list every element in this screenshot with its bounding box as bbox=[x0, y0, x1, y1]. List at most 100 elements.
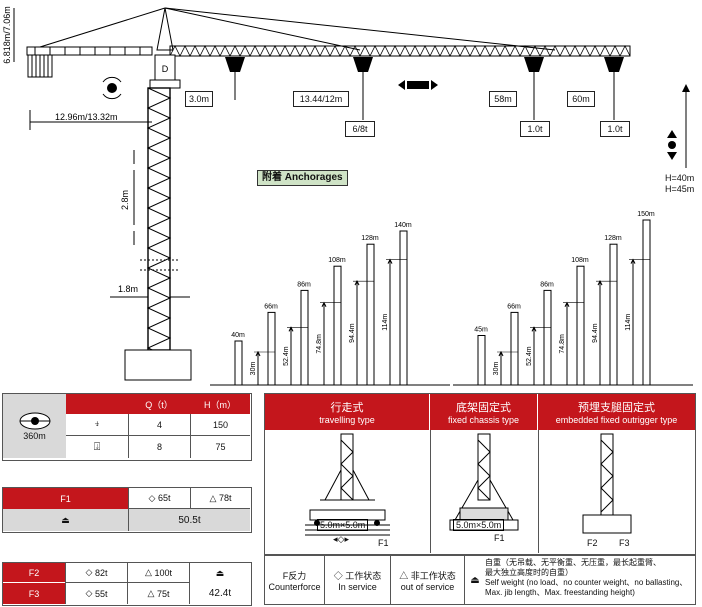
hoist-icon bbox=[667, 130, 677, 160]
f1-table: F1 ◇ 65t △ 78t ⏏ 50.5t bbox=[2, 487, 252, 533]
legend-reaction-en: Counterforce bbox=[268, 581, 321, 592]
h-row-1: 150 bbox=[190, 414, 250, 436]
anchorages-label: 附着 Anchorages bbox=[257, 170, 348, 186]
f3-v2: 75t bbox=[156, 588, 170, 599]
anchor-group-2-height-5: 150m bbox=[637, 211, 655, 218]
anchor-group-2-height-1: 66m bbox=[507, 303, 521, 310]
section-width-label: 1.8m bbox=[118, 284, 138, 294]
legend-self-en2: Max. jib length、Max. freestanding height… bbox=[485, 588, 635, 597]
anchor-group-2-spacing-1: 30m bbox=[493, 362, 500, 376]
anchor-group-1-mast-2 bbox=[300, 289, 309, 386]
anchor-group-1-height-3: 108m bbox=[328, 257, 346, 264]
h45-label: H=45m bbox=[665, 184, 695, 194]
anchorage-diagram: 40m66m30m86m52.4m108m74.8m128m94.4m140m1… bbox=[210, 211, 693, 386]
legend-self-icon: ⏏ bbox=[470, 574, 480, 586]
trolley-3m-label: 3.0m bbox=[185, 91, 213, 107]
f2-label: F2 bbox=[3, 563, 65, 583]
hook-single-icon: ⍖ bbox=[66, 414, 128, 436]
anchor-group-1-mast-5 bbox=[399, 230, 408, 386]
type-3-cn: 预埋支腿固定式 bbox=[578, 402, 655, 414]
f3-v1: 55t bbox=[94, 588, 108, 599]
travel-direction-icon: ◂◇▸ bbox=[333, 534, 349, 544]
q-row-1: 4 bbox=[128, 414, 190, 436]
load-58m-label: 1.0t bbox=[520, 121, 550, 137]
anchor-group-1-spacing-3: 74.8m bbox=[316, 334, 323, 354]
tower-height-label: 6.818m/7.06m bbox=[2, 6, 12, 64]
self-weight-icon-2: ⏏ bbox=[189, 563, 250, 583]
anchor-group-1-base-mast bbox=[234, 340, 243, 386]
types-panel: 行走式 travelling type 底架固定式 fixed chassis … bbox=[264, 393, 696, 555]
f23-self: 42.4t bbox=[189, 583, 250, 604]
legend-out-cn: △ 非工作状态 bbox=[399, 570, 456, 581]
jib-60m-label: 60m bbox=[567, 91, 595, 107]
h-row-2: 75 bbox=[190, 436, 250, 458]
anchor-group-2-spacing-2: 52.4m bbox=[526, 346, 533, 366]
legend-reaction-cn: F反力 bbox=[282, 570, 307, 581]
anchor-group-2-spacing-4: 94.4m bbox=[592, 323, 599, 343]
type-2-cn: 底架固定式 bbox=[456, 402, 511, 414]
anchor-group-1-base-label: 40m bbox=[231, 332, 245, 339]
f1-self: 50.5t bbox=[128, 509, 250, 531]
legend-out-en: out of service bbox=[400, 581, 455, 592]
trolley-3m bbox=[225, 57, 245, 100]
legend-service-en: In service bbox=[338, 581, 377, 592]
anchor-group-1-height-2: 86m bbox=[297, 281, 311, 288]
counter-jib-label: 12.96m/13.32m bbox=[55, 112, 118, 122]
trolley-60m bbox=[604, 57, 624, 120]
hook-double-icon: ⍗ bbox=[93, 440, 101, 453]
svg-text:D: D bbox=[162, 64, 169, 74]
anchor-group-1-spacing-5: 114m bbox=[382, 314, 389, 331]
crane-diagram: 6.818m/7.06m D 12.96m/13.32m 2.8m 1.8m bbox=[2, 6, 690, 381]
f1-v2: 78t bbox=[218, 493, 232, 503]
f3-label: F3 bbox=[3, 583, 65, 604]
f2-v1: 82t bbox=[94, 567, 108, 578]
anchor-group-2-mast-4 bbox=[609, 243, 618, 386]
rope-length: 360m bbox=[23, 431, 46, 441]
q-row-2: 8 bbox=[128, 436, 190, 458]
anchor-group-1-height-5: 140m bbox=[394, 222, 412, 229]
foundation bbox=[124, 349, 192, 381]
anchor-group-2-mast-1 bbox=[510, 311, 519, 386]
type-1-cn: 行走式 bbox=[330, 402, 364, 414]
f2-v2: 100t bbox=[154, 567, 172, 578]
anchor-group-1-mast-1 bbox=[267, 311, 276, 386]
outrigger-base bbox=[582, 433, 632, 534]
f1-v1: 65t bbox=[157, 493, 171, 503]
col-q: Q（t） bbox=[128, 394, 190, 414]
load-13m-label: 6/8t bbox=[345, 121, 375, 137]
anchor-group-2-spacing-5: 114m bbox=[625, 314, 632, 331]
anchor-group-2-mast-3 bbox=[576, 265, 585, 386]
anchor-group-2-spacing-3: 74.8m bbox=[559, 334, 566, 354]
slewing-icon bbox=[107, 83, 117, 93]
f23-table: F2 F3 ◇ 82t △ 100t ◇ 55t △ 75t ⏏ 42.4t bbox=[2, 562, 252, 606]
legend-self-cn1: 自重（无吊载、无平衡重、无压重，最长起重臂、 bbox=[485, 558, 661, 567]
trolley-13m bbox=[353, 57, 373, 120]
anchor-group-1-mast-4 bbox=[366, 243, 375, 386]
f1-service: ◇ 65t bbox=[128, 488, 190, 509]
h40-label: H=40m bbox=[665, 173, 695, 183]
legend-self-cn2: 最大独立高度时的自重） bbox=[485, 568, 573, 577]
legend: F反力 Counterforce ◇ 工作状态 In service △ 非工作… bbox=[264, 555, 696, 605]
anchor-group-1-mast-3 bbox=[333, 265, 342, 386]
f1-chassis: F1 bbox=[494, 533, 505, 543]
legend-service-cn: ◇ 工作状态 bbox=[333, 570, 382, 581]
trolley-13m-label: 13.44/12m bbox=[293, 91, 349, 107]
dim-travelling: 5.0m×5.0m bbox=[317, 519, 369, 531]
f2-outrigger: F2 bbox=[587, 538, 598, 548]
anchor-group-1-spacing-4: 94.4m bbox=[349, 323, 356, 343]
col-h: H（m） bbox=[190, 394, 250, 414]
winch-drum-icon bbox=[19, 412, 50, 430]
anchor-group-2-base-label: 45m bbox=[474, 327, 488, 334]
base-diagrams bbox=[305, 433, 632, 536]
chassis-base bbox=[449, 433, 519, 531]
f1-travelling: F1 bbox=[378, 538, 389, 548]
anchor-group-2-height-3: 108m bbox=[571, 257, 589, 264]
anchor-group-2-mast-5 bbox=[642, 219, 651, 386]
section-height-label: 2.8m bbox=[120, 190, 130, 210]
self-weight-icon: ⏏ bbox=[3, 509, 128, 531]
anchor-group-1-spacing-1: 30m bbox=[250, 362, 257, 376]
dim-chassis: 5.0m×5.0m bbox=[453, 519, 505, 531]
type-3-en: embedded fixed outrigger type bbox=[555, 415, 678, 425]
type-2-en: fixed chassis type bbox=[447, 415, 520, 425]
legend-self-en1: Self weight (no load、no counter weight、n… bbox=[485, 578, 688, 587]
